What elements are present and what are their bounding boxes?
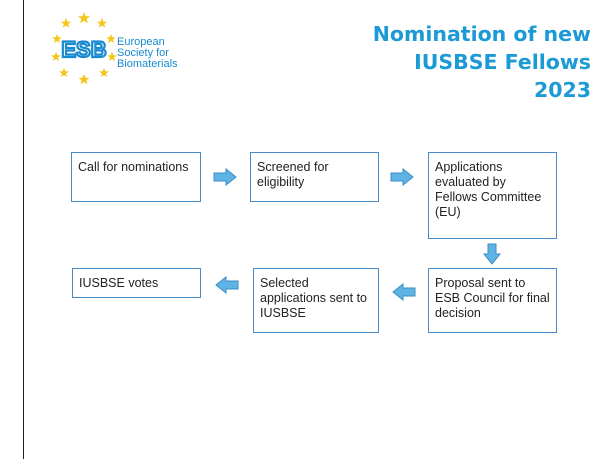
title-line1: Nomination of new: [372, 22, 591, 46]
logo-text-line2: Society for: [117, 47, 169, 59]
esb-logo: ESB European Society for Biomaterials: [49, 10, 224, 86]
arrow-right-icon: [213, 168, 237, 186]
logo-mark-letters: ESB: [61, 37, 106, 62]
arrow-right-icon: [390, 168, 414, 186]
esb-logo-mark-icon: ESB: [51, 12, 117, 85]
step-call-for-nominations: Call for nominations: [71, 152, 201, 202]
slide: ESB European Society for Biomaterials No…: [23, 0, 608, 459]
slide-title: Nomination of new IUSBSE Fellows 2023: [271, 20, 591, 104]
step-selected-sent-to-iusbse: Selected applications sent to IUSBSE: [253, 268, 379, 333]
step-screened-for-eligibility: Screened for eligibility: [250, 152, 379, 202]
logo-text-line3: Biomaterials: [117, 58, 178, 70]
logo-text-line1: European: [117, 36, 165, 48]
step-iusbse-votes: IUSBSE votes: [72, 268, 201, 298]
title-line3: 2023: [533, 78, 591, 102]
logo-wordmark: European Society for Biomaterials: [117, 37, 178, 70]
step-proposal-to-council: Proposal sent to ESB Council for final d…: [428, 268, 557, 333]
arrow-down-icon: [483, 243, 501, 265]
step-applications-evaluated: Applications evaluated by Fellows Commit…: [428, 152, 557, 239]
title-line2: IUSBSE Fellows: [414, 50, 591, 74]
arrow-left-icon: [392, 283, 416, 301]
arrow-left-icon: [215, 276, 239, 294]
